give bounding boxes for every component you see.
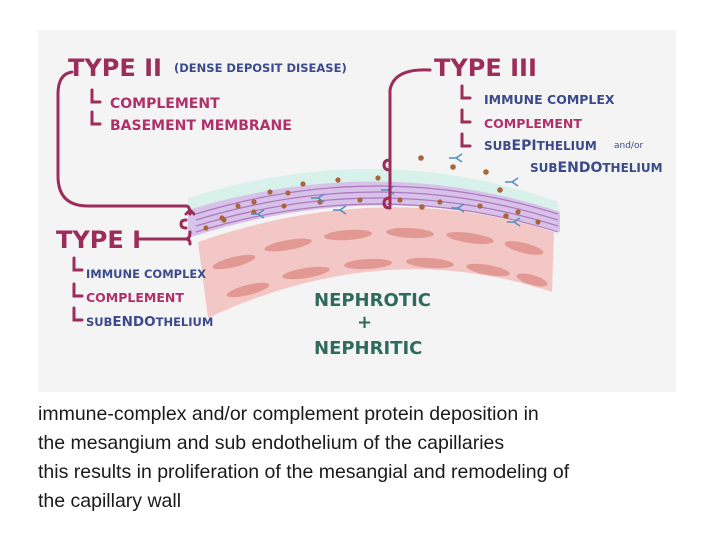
type1-item-subendothelium: SUBENDOTHELIUM bbox=[86, 314, 213, 330]
type1-sub-emph: ENDO bbox=[112, 314, 155, 330]
nephritic-emph: ITIC bbox=[383, 338, 422, 359]
type2-bracket bbox=[56, 70, 192, 216]
type2-title: TYPE II bbox=[68, 54, 162, 82]
nephritic-label: NEPHRITIC bbox=[314, 338, 422, 359]
type3-sub-prefix: SUB bbox=[484, 139, 512, 153]
brackets bbox=[56, 68, 472, 322]
type1-item-immune-complex: IMMUNE COMPLEX bbox=[86, 267, 206, 281]
nephrotic-emph: OTIC bbox=[383, 290, 431, 311]
plus-sign: + bbox=[357, 312, 372, 333]
epithelium-layer bbox=[188, 168, 560, 230]
type2-item-basement-membrane: BASEMENT MEMBRANE bbox=[110, 118, 292, 134]
immune-complex-symbols bbox=[251, 153, 521, 227]
type3-sub-suffix: THELIUM bbox=[537, 139, 597, 153]
type3-and-or: and/or bbox=[614, 141, 643, 151]
type3-item-subepithelium: SUBEPITHELIUM bbox=[484, 138, 597, 154]
type1-sub-prefix: SUB bbox=[86, 315, 112, 329]
basement-membrane-layer bbox=[188, 181, 560, 238]
type3-item-complement: COMPLEMENT bbox=[484, 116, 582, 131]
type3-sub2-emph: ENDO bbox=[558, 160, 603, 176]
type3-sub-emph: EPI bbox=[512, 138, 537, 154]
nephrotic-label: NEPHROTIC bbox=[314, 290, 431, 311]
caption-line-2: the mesangium and sub endothelium of the… bbox=[38, 432, 505, 454]
capillary-wall-layers bbox=[188, 153, 560, 318]
type3-title: TYPE III bbox=[434, 54, 537, 82]
caption: immune-complex and/or complement protein… bbox=[38, 400, 698, 516]
type3-bracket bbox=[388, 68, 432, 208]
type3-item-immune-complex: IMMUNE COMPLEX bbox=[484, 92, 615, 107]
caption-line-3: this results in proliferation of the mes… bbox=[38, 461, 570, 483]
type3-sub2-suffix: THELIUM bbox=[602, 161, 662, 175]
glomerular-diagram: TYPE II (DENSE DEPOSIT DISEASE) COMPLEME… bbox=[38, 30, 676, 392]
caption-line-1: immune-complex and/or complement protein… bbox=[38, 403, 539, 425]
nephrotic-prefix: NEPHR bbox=[314, 290, 384, 311]
caption-line-4: the capillary wall bbox=[38, 490, 182, 512]
type2-item-complement: COMPLEMENT bbox=[110, 96, 220, 112]
deposits bbox=[203, 155, 541, 231]
type1-item-complement: COMPLEMENT bbox=[86, 290, 184, 305]
type3-item-subendothelium: SUBENDOTHELIUM bbox=[530, 160, 663, 176]
nephritic-prefix: NEPHR bbox=[314, 338, 384, 359]
membrane-lines bbox=[195, 185, 559, 233]
type3-sub2-prefix: SUB bbox=[530, 161, 558, 175]
endothelial-cells bbox=[212, 227, 548, 298]
type1-bracket bbox=[136, 230, 192, 246]
type1-title: TYPE I bbox=[56, 226, 141, 254]
type2-subtitle: (DENSE DEPOSIT DISEASE) bbox=[174, 61, 347, 75]
type1-sub-suffix: THELIUM bbox=[156, 315, 214, 329]
